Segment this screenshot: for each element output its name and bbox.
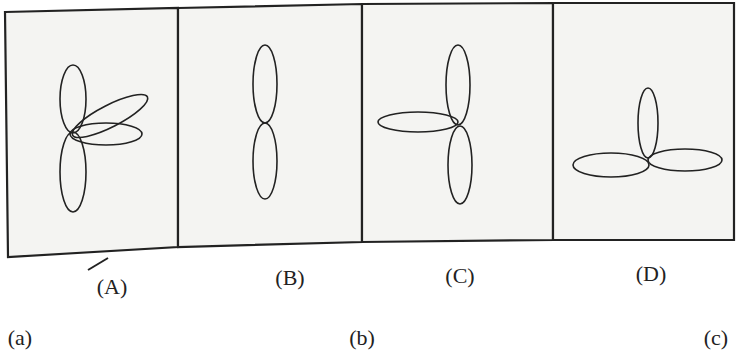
answer-box (178, 4, 362, 247)
petal-figure (378, 45, 472, 204)
petal-figure (253, 45, 277, 199)
answer-box (553, 3, 734, 240)
option-label: (B) (275, 267, 304, 289)
petal-figure (573, 88, 722, 177)
answer-box (5, 8, 178, 257)
option-label: (C) (445, 265, 474, 287)
petal-figure (60, 65, 152, 212)
part-label: (b) (349, 327, 375, 349)
option-label: (A) (97, 276, 128, 298)
answer-box (362, 3, 553, 242)
option-label: (D) (636, 263, 667, 285)
part-label: (c) (704, 327, 728, 349)
scan-mark (88, 258, 108, 270)
part-label: (a) (8, 327, 32, 349)
